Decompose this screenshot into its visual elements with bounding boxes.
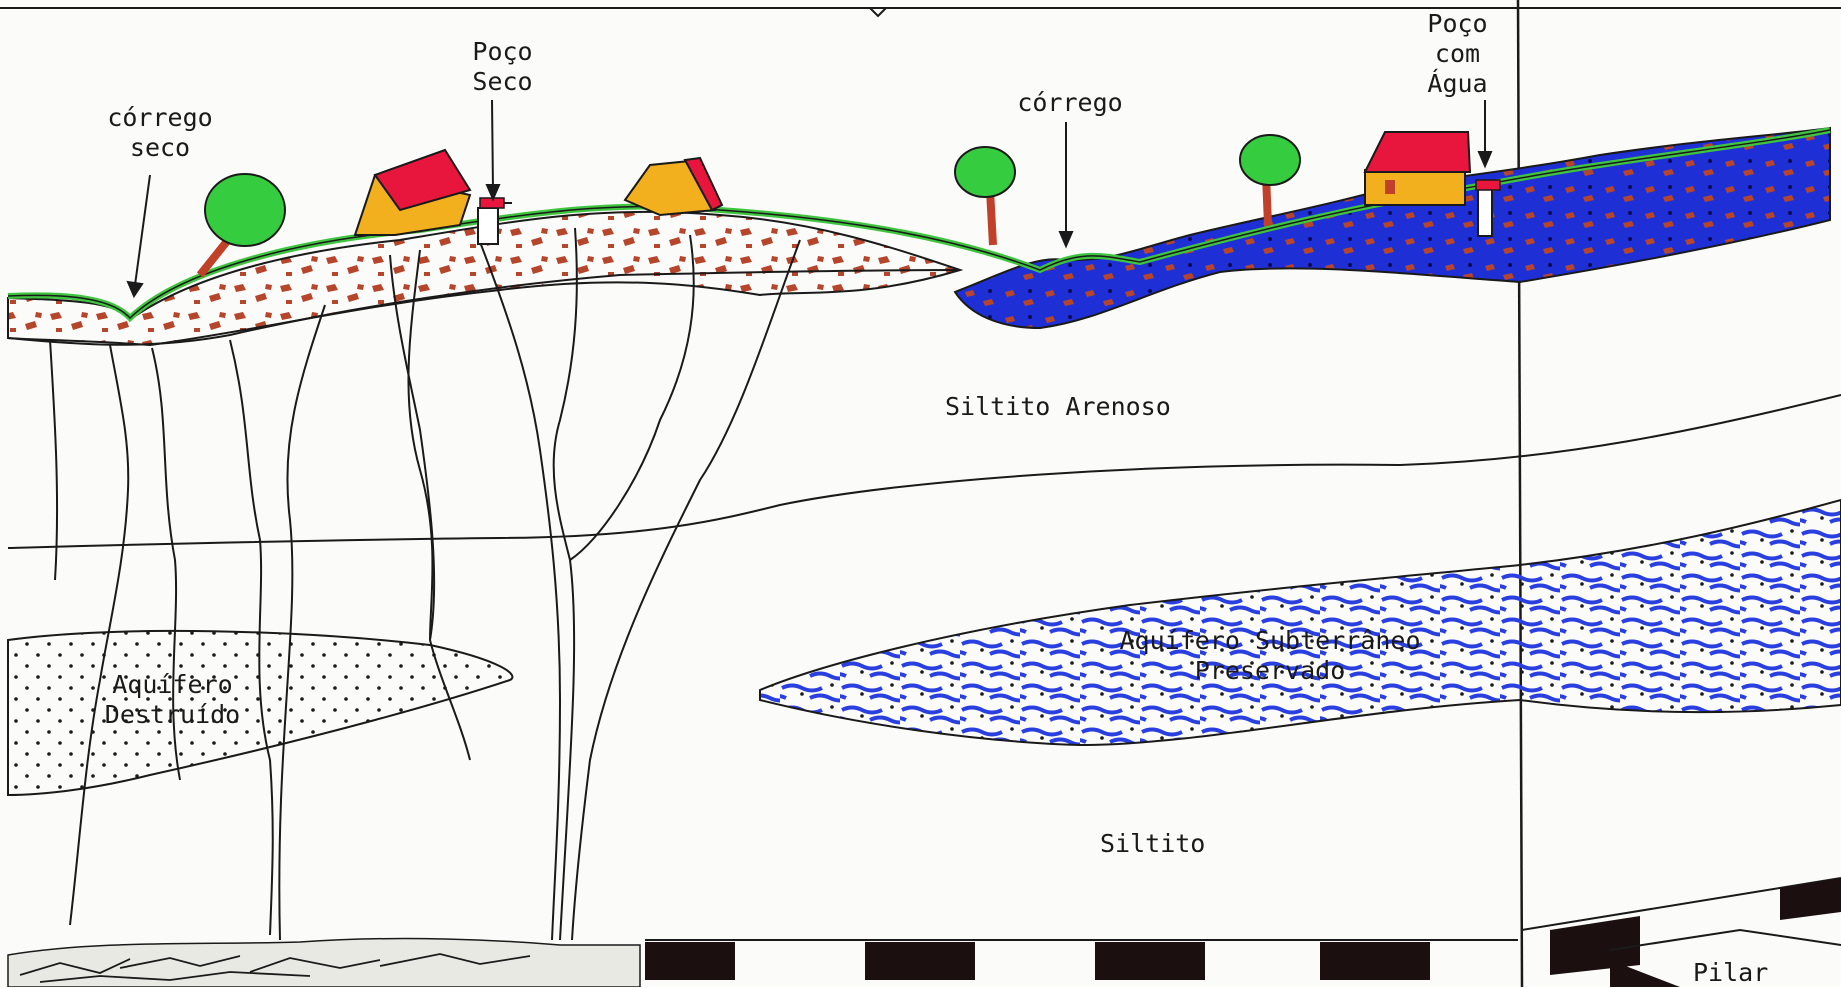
aquifer-preserved — [760, 500, 1841, 745]
tree-middle — [955, 147, 1015, 245]
label-pilar: Pilar — [1693, 958, 1768, 988]
label-poco-com-agua: Poço com Água — [1410, 9, 1505, 99]
label-aquifero-destruido: Aquífero Destruído — [90, 670, 255, 730]
label-poco-seco: Poço Seco — [450, 37, 555, 97]
bracket-tick — [870, 8, 886, 16]
label-aquifero-preservado: Aquífero Subterrâneo Preservado — [1090, 626, 1450, 686]
label-siltito: Siltito — [1100, 829, 1205, 859]
layer-boundary-upper — [8, 395, 1841, 548]
bottom-rubble — [8, 939, 640, 987]
label-siltito-arenoso: Siltito Arenoso — [945, 392, 1171, 422]
block-edge — [1518, 0, 1522, 987]
house-right — [1365, 132, 1470, 205]
scale-bar — [645, 878, 1841, 987]
house-left — [355, 150, 470, 235]
label-corrego: córrego — [1005, 88, 1135, 118]
label-corrego-seco: córrego seco — [90, 103, 230, 163]
house-middle — [625, 158, 722, 215]
